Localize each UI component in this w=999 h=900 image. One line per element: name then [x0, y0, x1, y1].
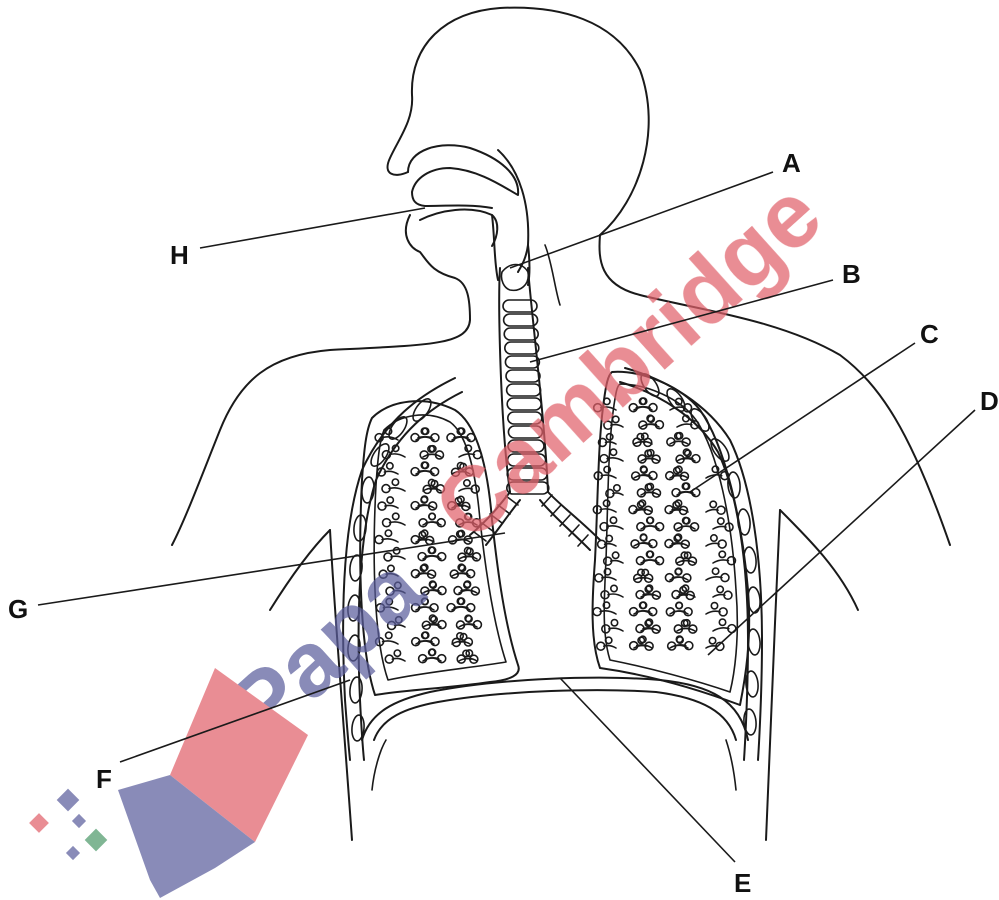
- label-f: F: [96, 764, 112, 794]
- label-h: H: [170, 240, 189, 270]
- nasal-oral-cavity: [408, 145, 560, 305]
- label-d: D: [980, 386, 999, 416]
- watermark-cambridge-text: Cambridge: [415, 163, 840, 560]
- watermark: Cambridge Papa: [29, 163, 840, 898]
- leader-line-c: [690, 343, 915, 492]
- leader-line-e: [560, 678, 735, 862]
- watermark-dot: [72, 814, 86, 828]
- watermark-dot: [57, 789, 80, 812]
- leader-line-g: [38, 533, 505, 605]
- label-a: A: [782, 148, 801, 178]
- watermark-dot: [85, 829, 108, 852]
- watermark-dot: [66, 846, 80, 860]
- watermark-dot: [29, 813, 49, 833]
- label-b: B: [842, 259, 861, 289]
- label-e: E: [734, 868, 751, 898]
- label-g: G: [8, 594, 28, 624]
- label-c: C: [920, 319, 939, 349]
- leader-line-h: [200, 208, 425, 248]
- diaphragm: [362, 678, 748, 790]
